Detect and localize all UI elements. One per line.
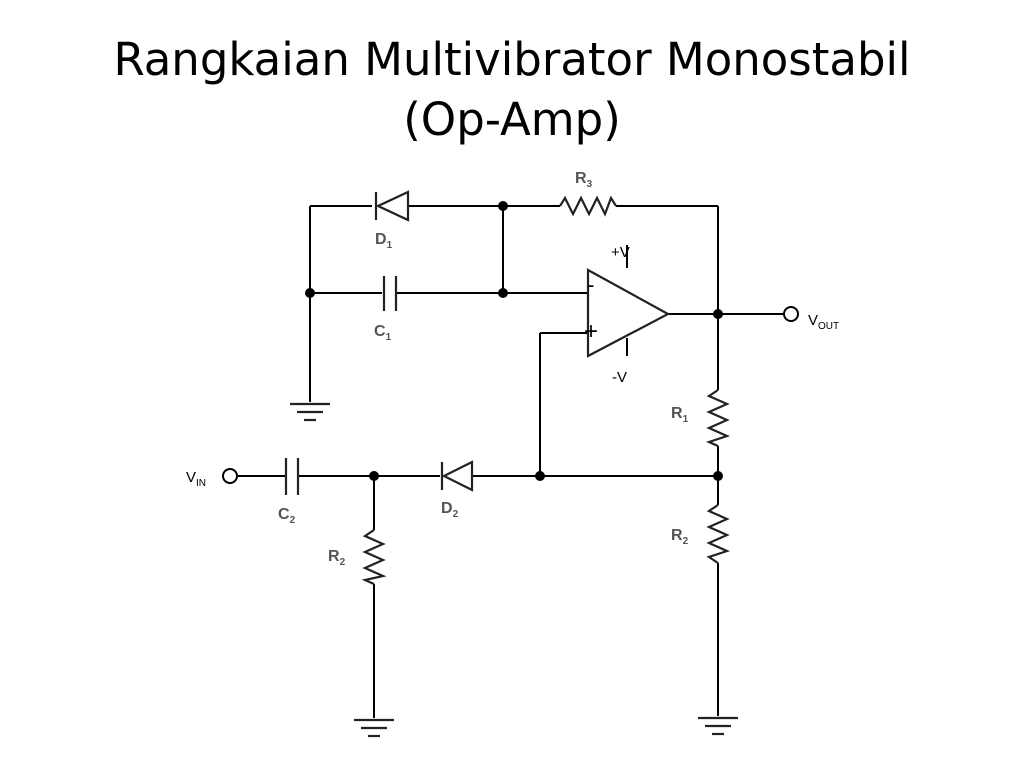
label-r2-right: R2 <box>671 527 689 547</box>
label-vout: VOUT <box>808 312 839 332</box>
capacitor-c1 <box>382 276 398 311</box>
vin-terminal-icon <box>222 468 238 484</box>
resistor-r2-right <box>706 504 731 564</box>
label-negative-supply: -V <box>612 369 627 386</box>
diode-d1 <box>374 190 410 222</box>
resistor-r2-left <box>361 529 387 586</box>
label-r2-left: R2 <box>328 548 346 568</box>
ground-left-icon <box>290 402 330 422</box>
capacitor-c2 <box>284 458 300 495</box>
title-line-2: (Op-Amp) <box>403 93 621 146</box>
label-d1: D1 <box>375 231 393 251</box>
label-positive-supply: +V <box>611 244 630 261</box>
label-c2: C2 <box>278 506 296 526</box>
label-r3: R3 <box>575 170 593 190</box>
ground-bottom-left-icon <box>354 718 394 738</box>
resistor-r3 <box>559 195 617 217</box>
diode-d2 <box>440 460 474 492</box>
label-vin: VIN <box>186 469 206 489</box>
wires <box>238 205 783 718</box>
slide-title: Rangkaian Multivibrator Monostabil (Op-A… <box>0 30 1024 150</box>
label-d2: D2 <box>441 500 459 520</box>
title-line-1: Rangkaian Multivibrator Monostabil <box>113 33 911 86</box>
resistor-r1 <box>705 389 731 448</box>
vout-terminal-icon <box>783 306 799 322</box>
junction-nodes <box>305 201 723 481</box>
label-inverting-input: - <box>587 272 594 297</box>
label-r1: R1 <box>671 405 689 425</box>
ground-bottom-right-icon <box>698 716 738 736</box>
label-c1: C1 <box>374 323 392 343</box>
op-amp <box>586 268 671 358</box>
label-noninverting-input: + <box>584 318 598 345</box>
